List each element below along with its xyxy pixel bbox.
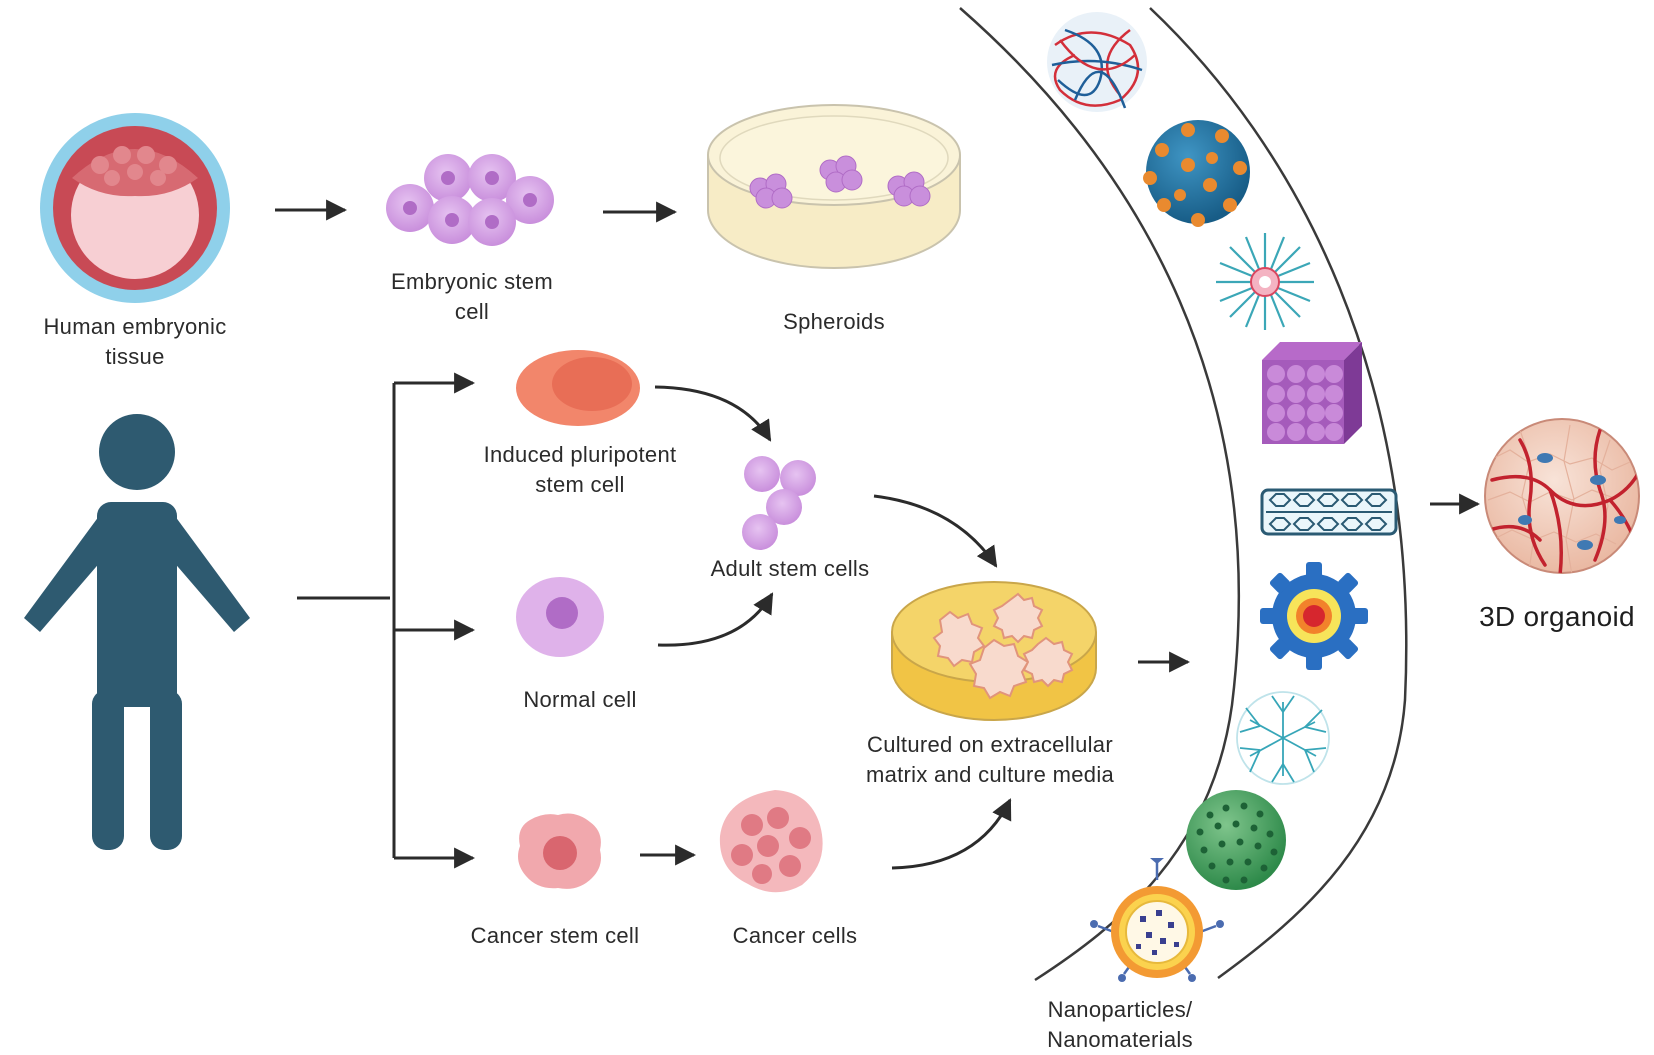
normal-cell-icon [516, 577, 604, 657]
label-spheroids: Spheroids [783, 309, 885, 334]
human-figure-icon [24, 414, 250, 850]
cancer-cells-icon [719, 790, 823, 893]
label-embryonic-stem-cell: Embryonic stem cell [391, 269, 553, 324]
micelle-icon [1216, 233, 1314, 330]
decorated-nanosphere-icon [1143, 120, 1250, 227]
label-normal-cell: Normal cell [523, 687, 637, 712]
carbon-nanotube-icon [1260, 488, 1398, 536]
label-3d-organoid: 3D organoid [1479, 601, 1635, 632]
polymer-network-icon [1047, 12, 1147, 112]
porous-silica-sphere-icon [1186, 790, 1286, 890]
liposome-icon [1090, 858, 1224, 982]
label-human-embryonic-tissue: Human embryonic tissue [43, 314, 227, 369]
adult-stem-cells-icon [742, 456, 816, 550]
blastocyst-icon [40, 113, 230, 303]
label-cultured: Cultured on extracellular matrix and cul… [865, 732, 1115, 787]
3d-organoid-icon [1484, 418, 1640, 574]
label-nanoparticles: Nanoparticles/ Nanomaterials [1047, 997, 1193, 1052]
flow-arrows [275, 199, 1481, 870]
dendrimer-icon [1236, 691, 1330, 785]
label-adult-stem-cells: Adult stem cells [710, 556, 870, 581]
label-induced-pluripotent-stem-cell: Induced pluripotent stem cell [483, 442, 677, 497]
label-cancer-cells: Cancer cells [732, 923, 858, 948]
culture-dish-icon [891, 581, 1097, 721]
spheroid-dish-icon [707, 104, 961, 269]
embryonic-stem-cell-icon [386, 154, 554, 246]
gear-nanoparticle-icon [1260, 562, 1368, 670]
label-cancer-stem-cell: Cancer stem cell [470, 923, 640, 948]
nanocube-lattice-icon [1262, 342, 1362, 444]
induced-pluripotent-stem-cell-icon [516, 350, 640, 426]
cancer-stem-cell-icon [518, 813, 601, 889]
